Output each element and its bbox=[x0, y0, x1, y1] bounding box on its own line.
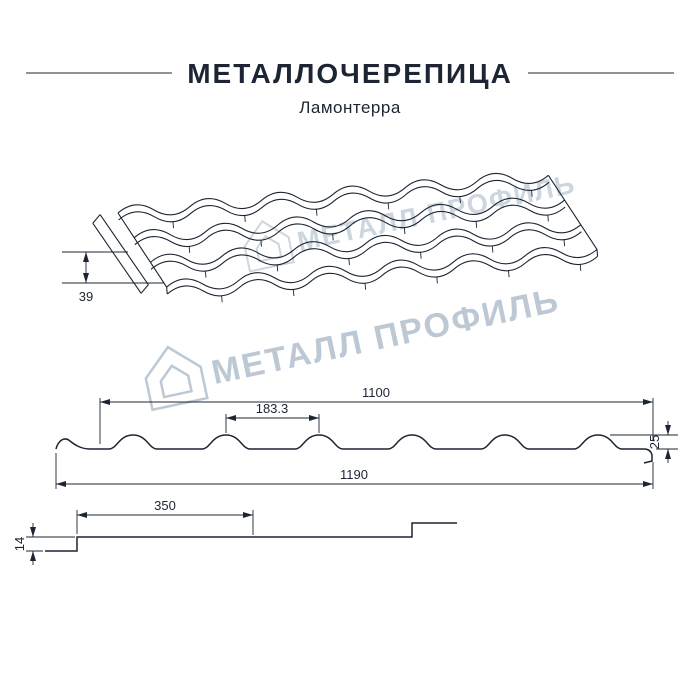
watermark-center: МЕТАЛЛ ПРОФИЛЬ bbox=[144, 281, 563, 412]
header: МЕТАЛЛОЧЕРЕПИЦА Ламонтерра bbox=[26, 58, 674, 117]
roof-right-edge bbox=[547, 175, 599, 257]
dim-module-length: 350 bbox=[76, 498, 254, 535]
dim-edge-height: 39 bbox=[62, 251, 164, 304]
dim-overall-width: 1190 bbox=[55, 453, 654, 489]
tile-rows bbox=[117, 173, 598, 303]
roof-left-edge bbox=[117, 212, 168, 295]
watermark-top-right: МЕТАЛЛ ПРОФИЛЬ bbox=[243, 168, 578, 273]
dim-wave-pitch-value: 183.3 bbox=[256, 401, 289, 416]
brand-house-logo-icon bbox=[243, 220, 296, 273]
barge-board bbox=[92, 214, 149, 294]
dim-step-height-value: 14 bbox=[12, 537, 27, 551]
dim-wave-pitch: 183.3 bbox=[225, 401, 320, 433]
watermark-brand-text: МЕТАЛЛ ПРОФИЛЬ bbox=[208, 281, 563, 392]
roof-perspective-view: 39 bbox=[62, 173, 599, 304]
dim-overall-width-value: 1190 bbox=[340, 467, 368, 482]
step-profile-line bbox=[45, 522, 457, 552]
dim-step-height: 14 bbox=[12, 523, 75, 565]
dim-edge-height-value: 39 bbox=[79, 289, 93, 304]
dim-profile-height: 25 bbox=[610, 421, 678, 463]
brand-house-logo-icon bbox=[144, 345, 209, 412]
cross-section-view: 1100 183.3 25 1190 bbox=[55, 385, 678, 489]
page-subtitle: Ламонтерра bbox=[299, 98, 401, 117]
dim-cover-width-value: 1100 bbox=[362, 385, 390, 400]
tile-profile-line bbox=[55, 434, 653, 464]
dim-cover-width: 1100 bbox=[99, 385, 654, 444]
page-title: МЕТАЛЛОЧЕРЕПИЦА bbox=[187, 58, 513, 89]
dim-module-length-value: 350 bbox=[154, 498, 176, 513]
dim-profile-height-value: 25 bbox=[647, 435, 662, 449]
step-profile-view: 350 14 bbox=[12, 498, 457, 565]
